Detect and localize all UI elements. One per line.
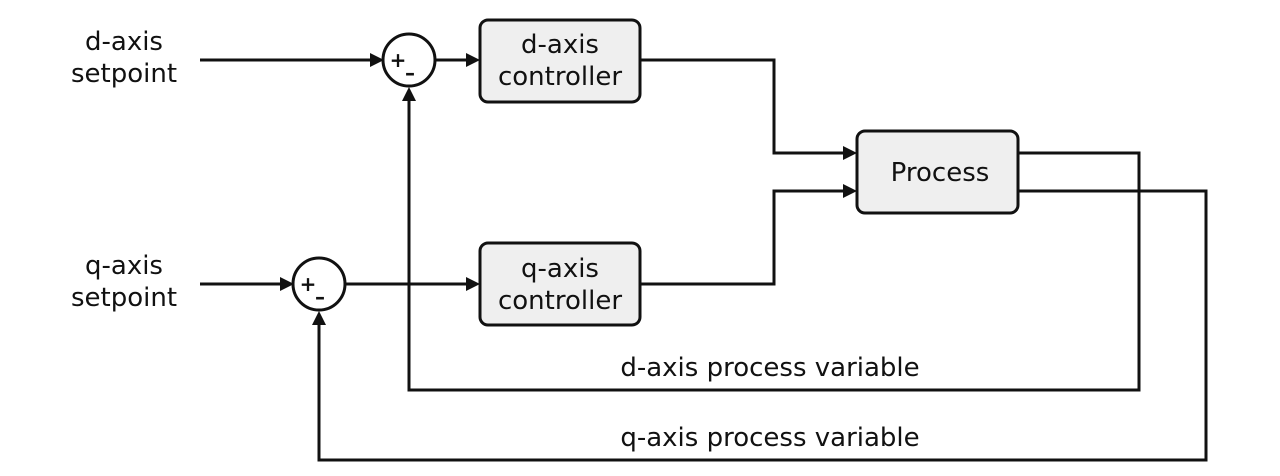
d-sum-minus-sign: – — [405, 61, 415, 85]
q-setpoint-label-line-1: q-axis — [85, 251, 163, 281]
arrow-into-d-sum — [370, 53, 384, 67]
d-controller-line-2: controller — [498, 62, 622, 92]
d-sum-plus-sign: + — [390, 48, 407, 72]
q-controller-line-1: q-axis — [521, 254, 599, 284]
d-summing-junction: + – — [381, 32, 437, 88]
arrow-q-feedback-up — [312, 311, 326, 325]
d-process-variable-label: d-axis process variable — [620, 353, 919, 383]
d-controller-line-1: d-axis — [521, 30, 599, 60]
q-controller-line-2: controller — [498, 286, 622, 316]
arrow-into-process-d — [843, 146, 857, 160]
d-setpoint-label-line-1: d-axis — [85, 27, 163, 57]
q-setpoint-label-line-2: setpoint — [71, 283, 177, 313]
arrow-into-d-controller — [466, 53, 480, 67]
q-control-wire — [640, 189, 845, 286]
d-setpoint-label-line-2: setpoint — [71, 59, 177, 89]
q-process-variable-label: q-axis process variable — [620, 423, 919, 453]
q-summing-junction: + – — [291, 256, 347, 312]
arrow-into-q-controller — [466, 277, 480, 291]
d-control-wire — [640, 58, 845, 155]
q-sum-plus-sign: + — [300, 272, 317, 296]
arrow-d-feedback-up — [402, 87, 416, 101]
process-block: Process — [855, 129, 1020, 215]
arrow-into-q-sum — [280, 277, 294, 291]
d-axis-controller-block: d-axis controller — [478, 18, 642, 104]
q-feedback-wire — [317, 189, 1208, 462]
q-axis-controller-block: q-axis controller — [478, 241, 642, 327]
process-label: Process — [891, 158, 990, 188]
d-feedback-wire — [407, 100, 1141, 392]
q-sum-minus-sign: – — [315, 285, 325, 309]
arrow-into-process-q — [843, 184, 857, 198]
